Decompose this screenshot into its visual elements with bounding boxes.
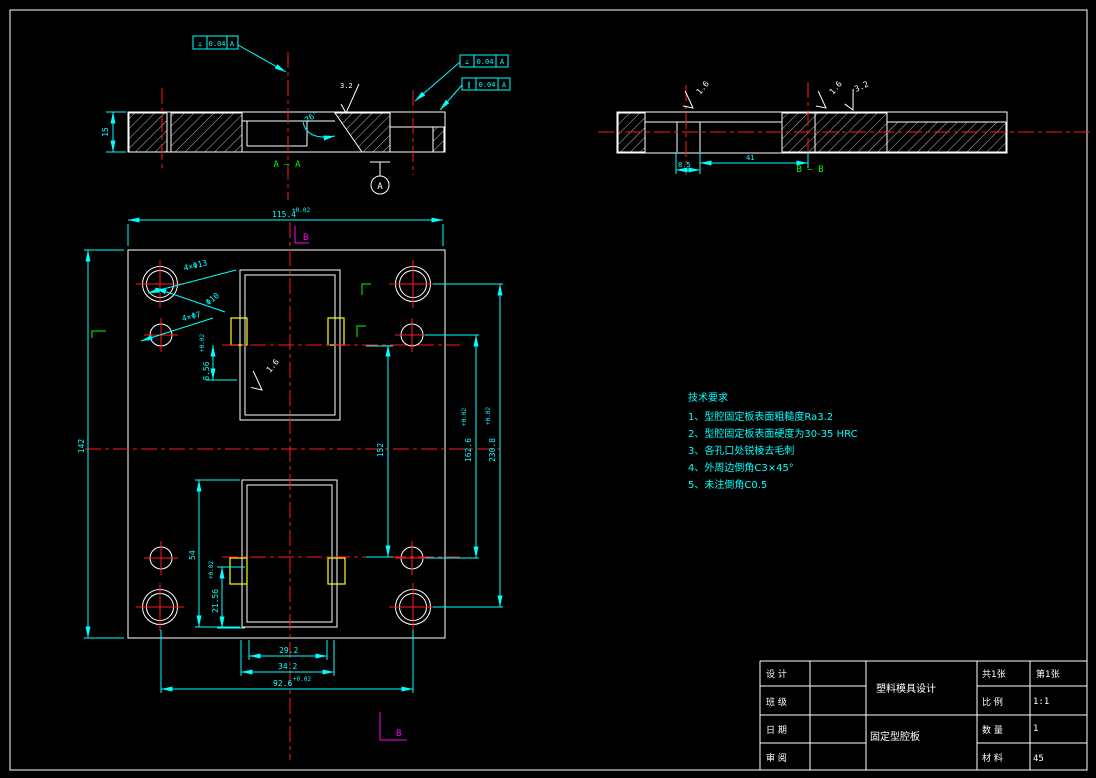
titleblock-label-design: 设 计 xyxy=(766,668,787,680)
titleblock-sheet-label: 共1张 xyxy=(982,669,1006,680)
titleblock-sheet-no: 第1张 xyxy=(1036,668,1060,680)
titleblock-label-review: 审 阅 xyxy=(766,752,787,764)
titleblock-scale-label: 比 例 xyxy=(982,696,1003,708)
section-mark-letter: B xyxy=(396,729,401,739)
titleblock-label-class: 班 级 xyxy=(766,696,787,708)
titleblock-part-name: 固定型腔板 xyxy=(870,730,920,743)
section-label-b: B — B xyxy=(796,165,823,175)
hatch-region xyxy=(432,126,445,153)
dim-hole-span-inner-tol: +0.02 xyxy=(461,408,468,426)
technical-notes: 技术要求 1、型腔固定板表面粗糙度Ra3.2 2、型腔固定板表面硬度为30-35… xyxy=(688,391,858,491)
dim-span: 41 xyxy=(746,154,754,162)
title-block: 设 计 班 级 日 期 审 阅 塑料模具设计 固定型腔板 共1张 第1张 比 例… xyxy=(759,660,1087,770)
roughness-symbol: 1.6 xyxy=(251,357,281,391)
dim-hole-span-inner: 162.6 xyxy=(464,438,473,462)
angle-value: 76° xyxy=(303,109,320,125)
notch-highlight xyxy=(229,557,248,585)
titleblock-label-date: 日 期 xyxy=(766,725,787,736)
roughness-value: 3.2 xyxy=(853,79,870,93)
angle-dimension: 76° xyxy=(302,109,336,141)
dim-hole-span-outer: 230.8 xyxy=(488,438,497,462)
hole-callout-cb-depth: Φ10 xyxy=(204,291,221,307)
corner-marks xyxy=(91,283,371,338)
titleblock-material-label: 材 料 xyxy=(982,752,1003,764)
note-item: 2、型腔固定板表面硬度为30-35 HRC xyxy=(688,427,858,440)
note-item: 3、各孔口处锐棱去毛刺 xyxy=(688,444,794,457)
datum-letter: A xyxy=(377,182,383,192)
dim-hole-pitch-tol: +0.02 xyxy=(293,676,311,683)
roughness-symbol: 1.6 xyxy=(682,79,711,109)
dim-cavity-lower: 54 xyxy=(188,550,197,560)
dim-hole-pitch: 92.6 xyxy=(273,679,292,688)
section-cut-mark-bottom: B xyxy=(379,712,407,741)
note-item: 5、未注倒角C0.5 xyxy=(688,478,767,491)
dimensions: 115.4 +0.02 142 8.56 +0.02 54 21.56 +0.0… xyxy=(77,207,503,693)
notch-highlight xyxy=(230,317,248,346)
dim-width-top: 115.4 xyxy=(272,210,296,219)
dim-hole-span-outer-tol: +0.02 xyxy=(485,407,492,425)
roughness-symbol: 3.2 xyxy=(340,82,360,115)
gdt-datum: A xyxy=(500,58,505,66)
plate-outline xyxy=(127,249,446,639)
gdt-datum: A xyxy=(230,40,235,48)
note-item: 4、外周边倒角C3×45° xyxy=(688,462,794,474)
hatch-region xyxy=(334,112,391,153)
note-item: 1、型腔固定板表面粗糙度Ra3.2 xyxy=(688,410,833,423)
titleblock-scale-value: 1:1 xyxy=(1033,697,1049,707)
gdt-tolerance: 0.04 xyxy=(477,58,494,66)
dim-step-upper-tol: +0.02 xyxy=(199,334,206,352)
notch-highlight xyxy=(327,317,345,346)
centerline xyxy=(161,52,414,200)
section-view-a: 15 ⊥ 0.04 A ⊥ 0.04 A ∥ 0.04 A xyxy=(101,35,511,200)
hatch-region xyxy=(886,121,1007,153)
gdt-tolerance: 0.04 xyxy=(479,81,496,89)
hole-callout-counterbore: 4×Φ13 xyxy=(183,258,209,273)
section-label-a: A — A xyxy=(273,160,301,170)
titleblock-project: 塑料模具设计 xyxy=(876,682,936,695)
dim-width-top-tol: +0.02 xyxy=(292,207,310,214)
dim-step-lower: 21.56 xyxy=(211,589,220,613)
section-cut-mark-top: B xyxy=(294,226,309,244)
roughness-symbol: 1.6 xyxy=(815,79,844,109)
titleblock-material-value: 45 xyxy=(1033,754,1044,764)
hatch-region xyxy=(128,112,168,153)
gdt-symbol: ⊥ xyxy=(465,58,469,66)
datum-feature-a: A xyxy=(370,161,390,195)
dim-height-left: 142 xyxy=(77,439,86,454)
centerline xyxy=(85,222,505,760)
gdt-frame-perpendicularity: ⊥ 0.04 A xyxy=(192,35,287,73)
dim-notch-width: 29.2 xyxy=(279,646,298,655)
dim-step-upper: 8.56 xyxy=(202,361,211,380)
roughness-value: 1.6 xyxy=(695,79,711,96)
gdt-symbol: ∥ xyxy=(467,81,471,89)
gdt-tolerance: 0.04 xyxy=(209,40,226,48)
roughness-value: 1.6 xyxy=(265,357,281,374)
dim-step-lower-tol: +0.02 xyxy=(208,561,215,579)
titleblock-qty-label: 数 量 xyxy=(982,724,1003,736)
notch-highlight xyxy=(327,557,346,585)
gdt-frame-perpendicularity-2: ⊥ 0.04 A xyxy=(414,54,509,102)
roughness-symbol: 3.2 xyxy=(844,79,870,111)
roughness-value: 3.2 xyxy=(340,82,353,90)
plan-view: B B 4×Φ13 Φ10 4×Φ7 1.6 115.4 +0.02 142 xyxy=(77,207,505,760)
dim-cavity-width: 34.2 xyxy=(278,662,297,671)
dim-thickness: 15 xyxy=(101,127,110,137)
sheet-frame xyxy=(9,9,1088,771)
notes-title: 技术要求 xyxy=(688,391,728,404)
titleblock-qty-value: 1 xyxy=(1033,724,1038,734)
centerline xyxy=(598,82,1090,175)
gdt-frame-parallelism: ∥ 0.04 A xyxy=(439,77,511,111)
section-view-b: 8.5 41 1.6 1.6 3.2 B — B xyxy=(598,79,1090,175)
gdt-datum: A xyxy=(502,81,507,89)
roughness-value: 1.6 xyxy=(828,79,844,96)
section-mark-letter: B xyxy=(303,233,308,243)
gdt-symbol: ⊥ xyxy=(198,40,202,48)
hatch-region xyxy=(170,112,243,153)
dim-pocket: 8.5 xyxy=(678,161,691,169)
dim-cavity-span: 152 xyxy=(376,443,385,458)
hole-callout-through: 4×Φ7 xyxy=(181,310,202,323)
